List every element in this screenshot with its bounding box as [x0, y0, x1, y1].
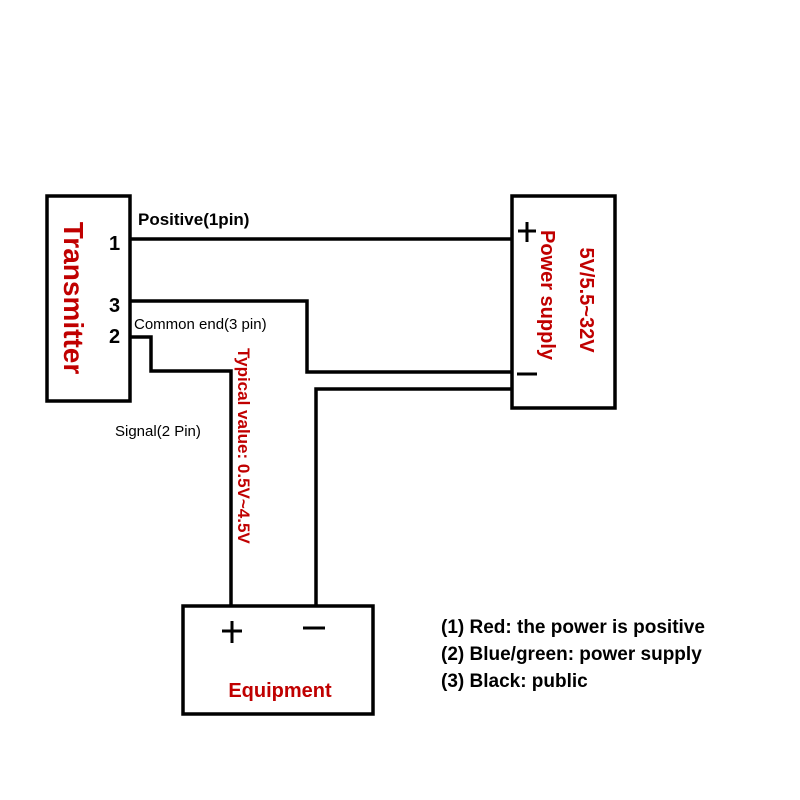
- power-supply-box: 5V/5.5~32V Power supply: [510, 194, 617, 410]
- legend: (1) Red: the power is positive (2) Blue/…: [441, 617, 705, 692]
- equipment-plus-icon: [222, 621, 242, 643]
- signal-wire-label: Signal(2 Pin): [115, 423, 201, 440]
- positive-wire-label: Positive(1pin): [138, 210, 249, 229]
- power-plus-icon: [518, 222, 536, 242]
- pin-2-label: 2: [109, 326, 120, 348]
- power-supply-label: Power supply: [536, 230, 558, 361]
- ground-wire: [314, 387, 512, 605]
- typical-value-label: Typical value: 0.5V~4.5V: [234, 348, 253, 544]
- common-wire: [130, 299, 512, 374]
- common-wire-label: Common end(3 pin): [134, 316, 267, 333]
- transmitter-box: Transmitter 1 3 2: [45, 194, 132, 403]
- legend-item: (2) Blue/green: power supply: [441, 644, 702, 665]
- pin-1-label: 1: [109, 233, 120, 255]
- equipment-box: Equipment: [181, 604, 375, 716]
- equipment-label: Equipment: [228, 680, 332, 702]
- signal-wire: [130, 335, 233, 605]
- legend-item: (1) Red: the power is positive: [441, 617, 705, 638]
- pin-3-label: 3: [109, 295, 120, 317]
- power-supply-voltage: 5V/5.5~32V: [575, 247, 597, 353]
- transmitter-label: Transmitter: [58, 222, 89, 375]
- legend-item: (3) Black: public: [441, 671, 588, 692]
